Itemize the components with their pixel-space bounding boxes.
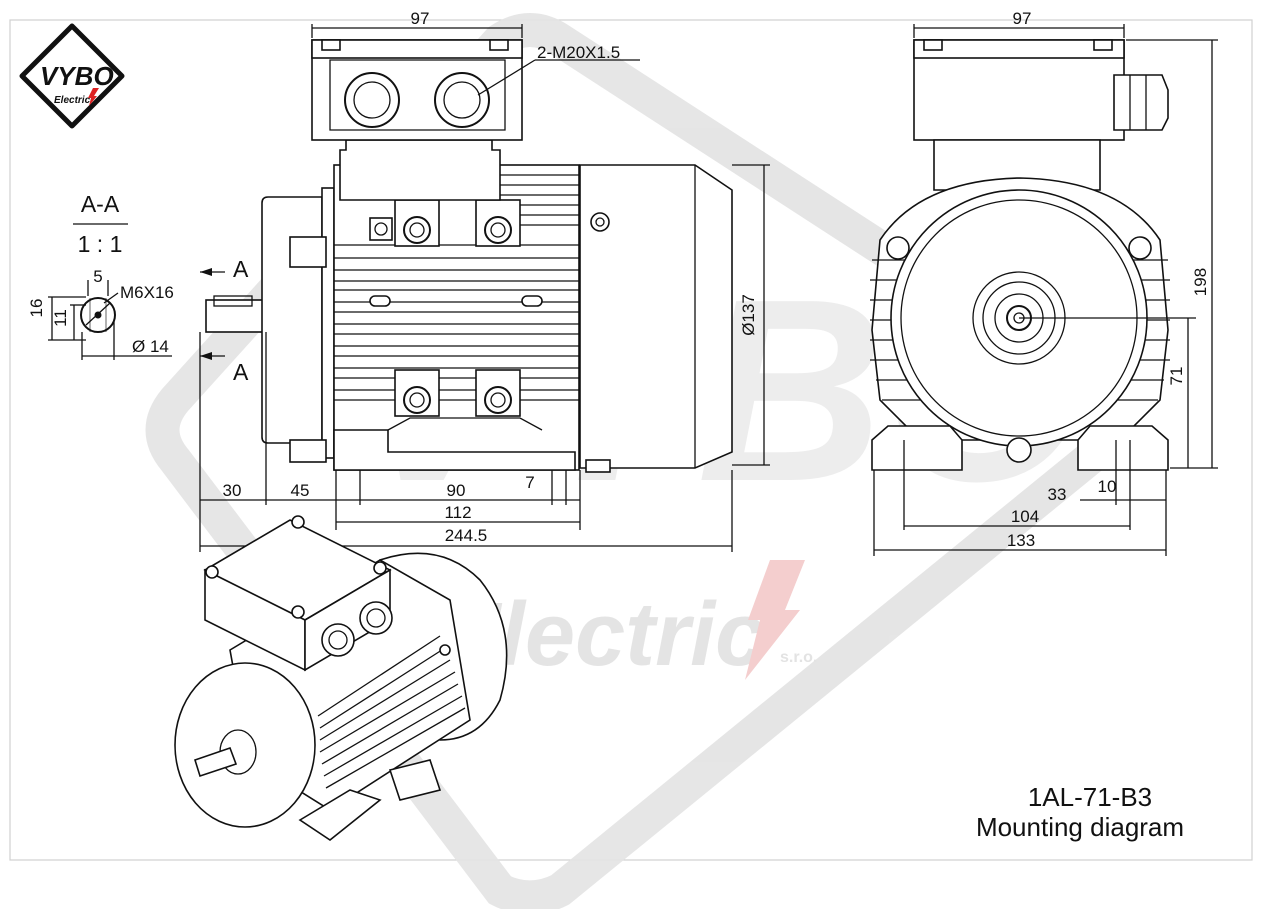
shaft-diameter-dim: Ø 14 xyxy=(132,337,169,356)
height-key-dim: 11 xyxy=(51,309,70,327)
dim-30: 30 xyxy=(223,481,242,500)
dim-45: 45 xyxy=(291,481,310,500)
logo-subtext: Electric xyxy=(54,95,91,106)
key-width-dim: 5 xyxy=(93,267,102,286)
side-view: 97 198 71 33 10 104 133 xyxy=(870,9,1218,556)
front-body xyxy=(333,164,580,471)
iso-shaft xyxy=(194,746,238,778)
dim-90: 90 xyxy=(447,481,466,500)
watermark-suffix-text: s.r.o. xyxy=(780,649,817,666)
fan-cover xyxy=(579,164,733,469)
front-view: A A xyxy=(199,9,770,552)
dim-7: 7 xyxy=(525,473,534,492)
dim-112: 112 xyxy=(444,503,471,522)
brand-logo: VYBO Electric xyxy=(19,23,125,129)
iso-flange xyxy=(174,662,316,828)
section-label: A-A xyxy=(81,191,120,217)
hole-spacing-dim: 104 xyxy=(1011,507,1039,526)
section-arrow-top: A xyxy=(233,256,249,282)
foot-width-dim: 10 xyxy=(1098,477,1117,496)
isometric-view xyxy=(174,515,508,841)
height-total-dim: 16 xyxy=(27,299,46,318)
thread-dim: M6X16 xyxy=(120,283,174,302)
side-cable-gland xyxy=(1113,74,1169,131)
model-title: 1AL-71-B3 xyxy=(1028,782,1152,812)
diagram-caption: Mounting diagram xyxy=(976,812,1184,842)
cable-gland-1 xyxy=(344,72,400,128)
cable-gland-2 xyxy=(434,72,490,128)
side-box-width-dim: 97 xyxy=(1013,9,1032,28)
shaft-section-circle xyxy=(80,297,116,333)
section-scale: 1 : 1 xyxy=(78,231,123,257)
side-height-dim: 198 xyxy=(1191,268,1210,296)
foot-offset-dim: 33 xyxy=(1048,485,1067,504)
dim-244-5: 244.5 xyxy=(445,526,488,545)
section-arrow-bottom: A xyxy=(233,359,249,385)
foot-span-dim: 133 xyxy=(1007,531,1035,550)
section-a-a: A-A 1 : 1 5 M6X16 16 11 Ø 14 xyxy=(27,191,174,360)
cable-gland-dim: 2-M20X1.5 xyxy=(537,43,620,62)
shaft-height-dim: 71 xyxy=(1167,367,1186,386)
frame-diameter-dim: Ø137 xyxy=(739,294,758,336)
front-box-width-dim: 97 xyxy=(411,9,430,28)
front-shaft xyxy=(205,299,267,333)
logo-text: VYBO xyxy=(40,61,114,91)
drawing-frame xyxy=(9,19,1253,861)
